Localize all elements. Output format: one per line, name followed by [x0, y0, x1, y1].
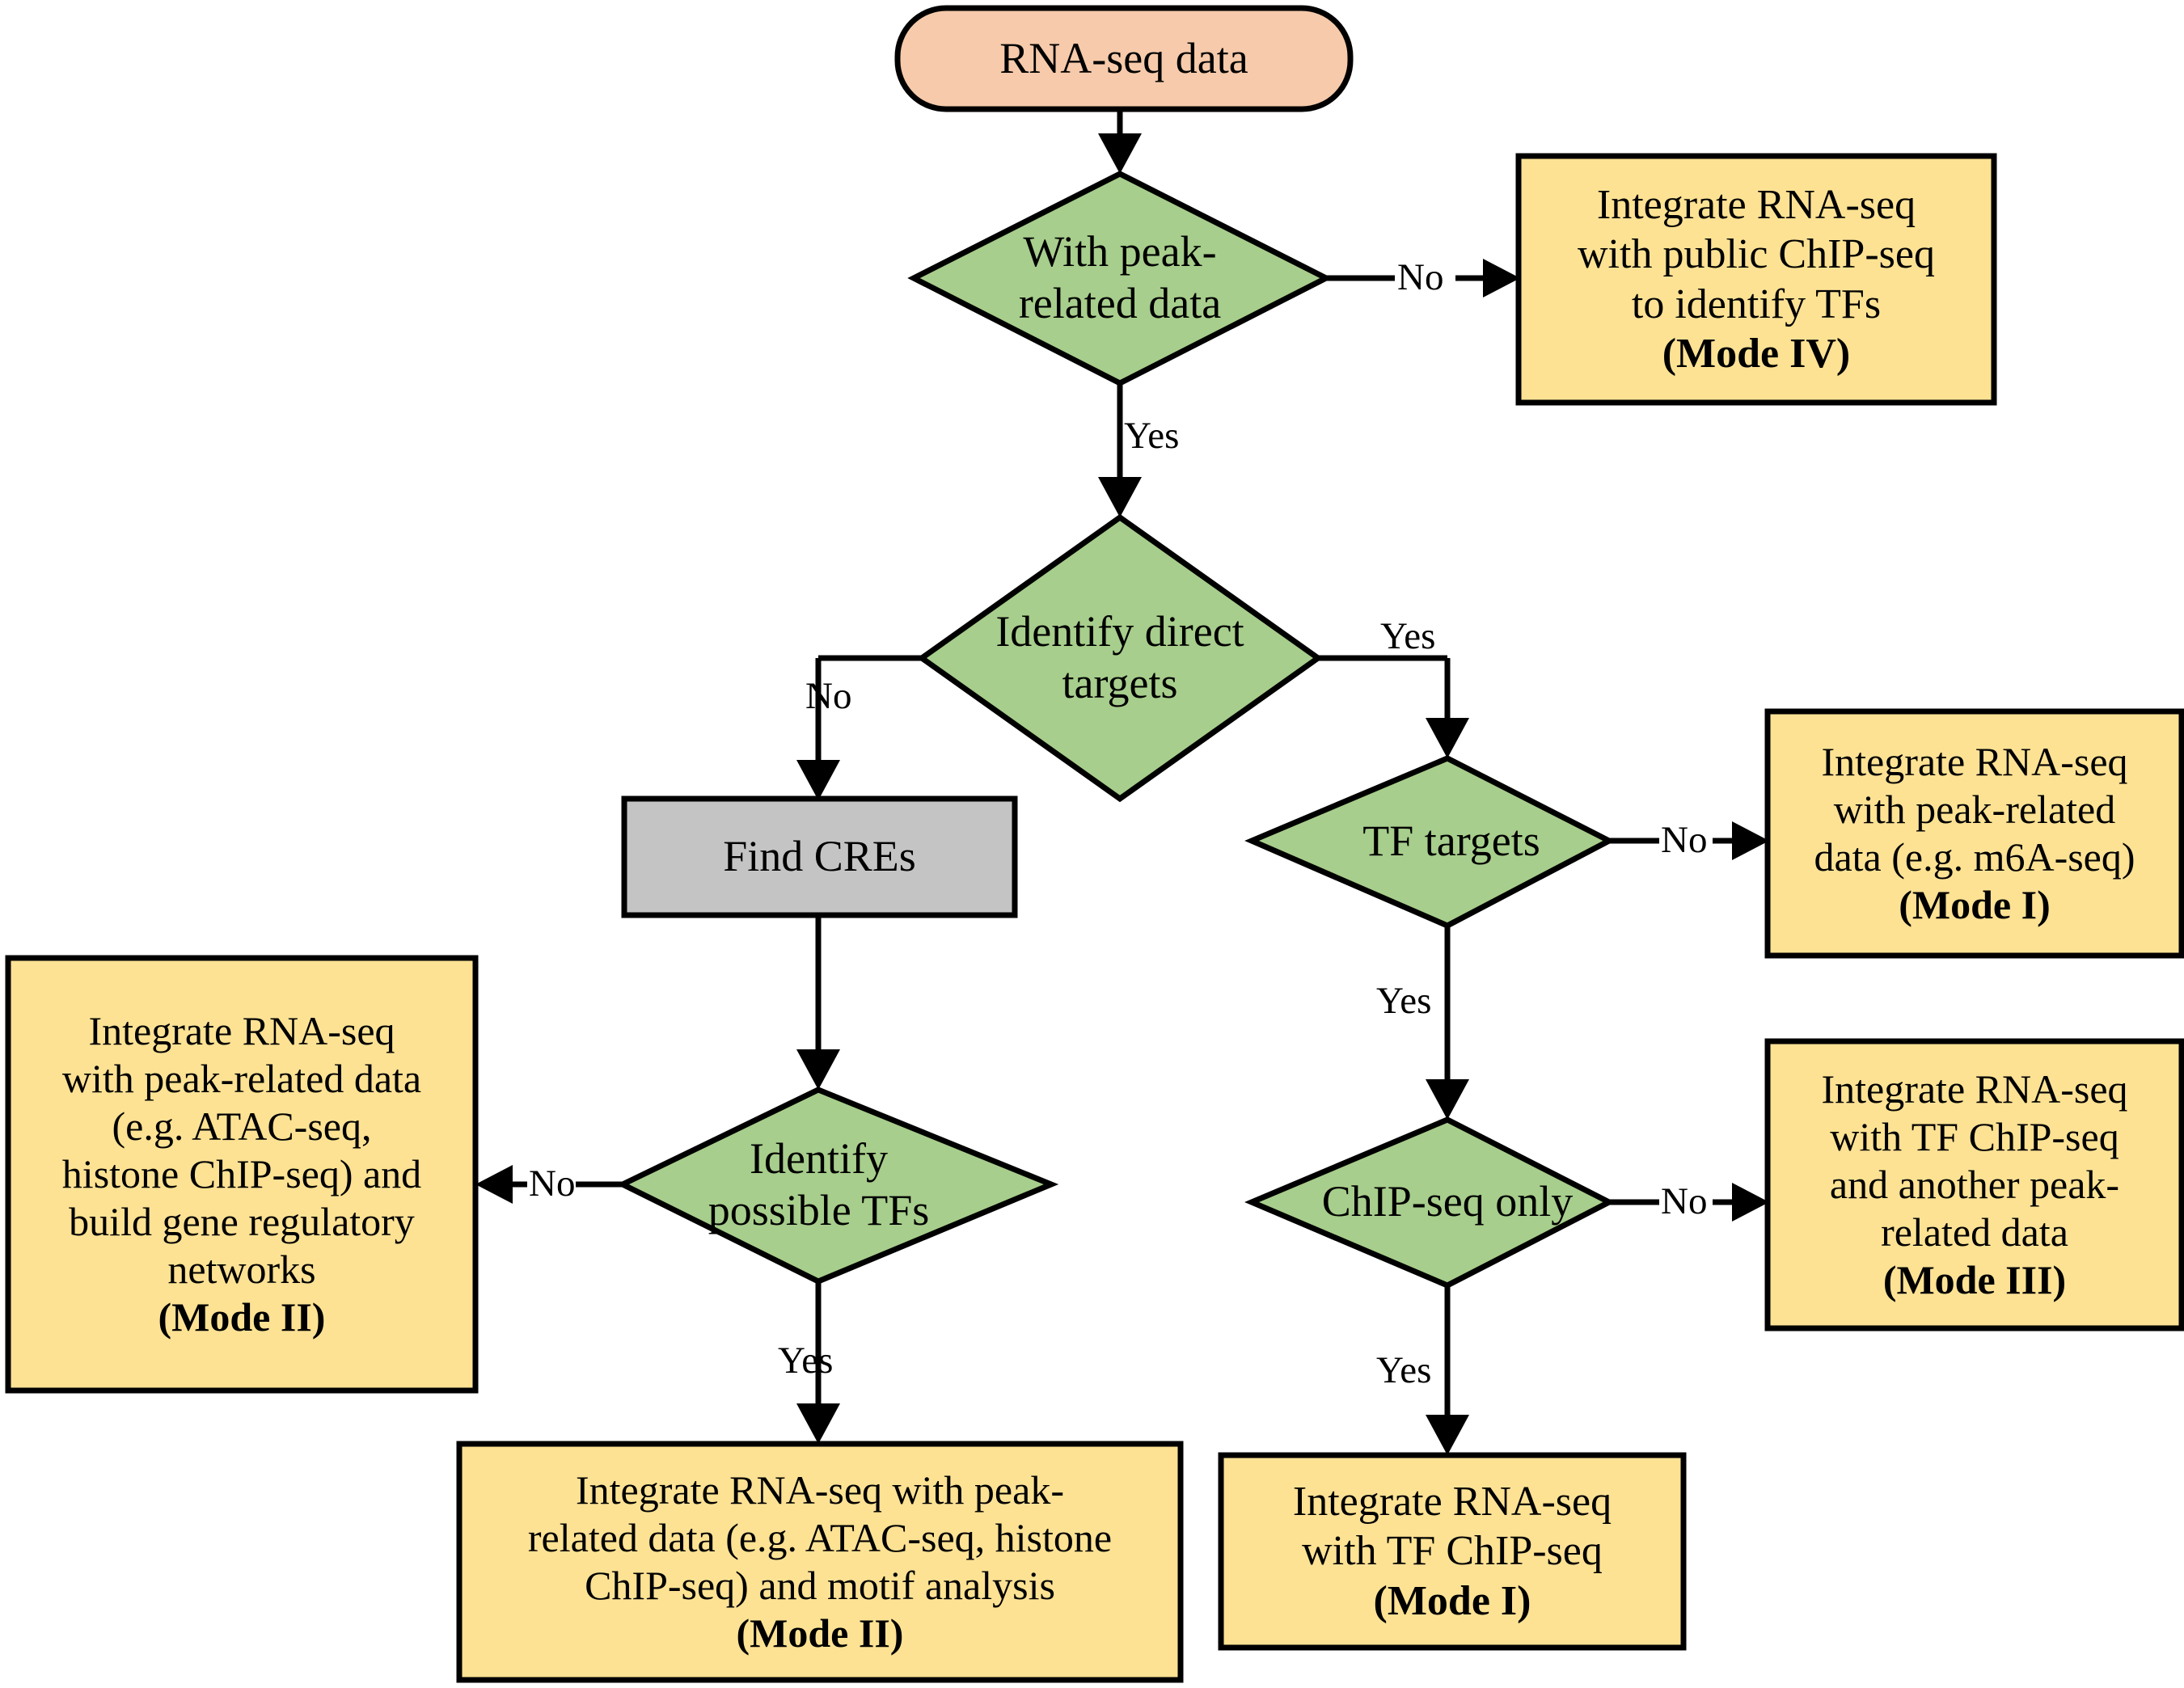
- edge-chiponly-yes: [1426, 1285, 1469, 1455]
- node-find-cres-shape[interactable]: [621, 795, 1018, 918]
- edge-label-tftargets-yes: Yes: [1376, 980, 1432, 1022]
- edge-direct-no: [796, 655, 922, 800]
- edge-label-peak-no: No: [1397, 256, 1444, 298]
- edge-label-direct-no: No: [805, 675, 852, 717]
- node-with-peak-related-data-shape[interactable]: [907, 171, 1333, 386]
- edge-label-direct-yes: Yes: [1380, 615, 1436, 657]
- edge-peak-no: [1326, 259, 1520, 298]
- edge-possibletfs-yes: [796, 1281, 840, 1444]
- edge-label-possibletfs-yes: Yes: [778, 1340, 834, 1382]
- edge-start-to-peak: [1098, 110, 1142, 174]
- node-tf-targets-shape[interactable]: [1244, 755, 1616, 929]
- node-identify-possible-tfs-shape[interactable]: [616, 1087, 1059, 1285]
- edge-chiponly-no: [1609, 1183, 1769, 1222]
- edge-label-peak-yes: Yes: [1124, 415, 1180, 457]
- node-start-shape[interactable]: [894, 5, 1354, 112]
- edge-tftargets-yes: [1426, 926, 1469, 1120]
- edge-label-chiponly-yes: Yes: [1376, 1349, 1432, 1391]
- node-mode-iii-shape[interactable]: [1764, 1038, 2184, 1331]
- node-chip-seq-only-shape[interactable]: [1244, 1116, 1616, 1289]
- edge-label-tftargets-no: No: [1661, 819, 1708, 861]
- edge-label-chiponly-no: No: [1661, 1180, 1708, 1222]
- edge-peak-yes: [1098, 383, 1142, 517]
- edge-direct-yes: [1318, 655, 1469, 758]
- edge-label-possibletfs-no: No: [529, 1163, 576, 1205]
- edge-cres-to-possibletfs: [796, 914, 840, 1090]
- node-identify-direct-targets-shape[interactable]: [916, 513, 1324, 803]
- node-mode-ii-motif-shape[interactable]: [456, 1441, 1184, 1683]
- edge-possibletfs-no: [475, 1165, 623, 1204]
- node-mode-i-tf-shape[interactable]: [1218, 1452, 1687, 1651]
- node-mode-i-m6a-shape[interactable]: [1764, 708, 2184, 959]
- node-mode-ii-grn-shape[interactable]: [5, 955, 479, 1394]
- edge-tftargets-no: [1609, 821, 1769, 860]
- node-mode-iv-shape[interactable]: [1515, 153, 1997, 406]
